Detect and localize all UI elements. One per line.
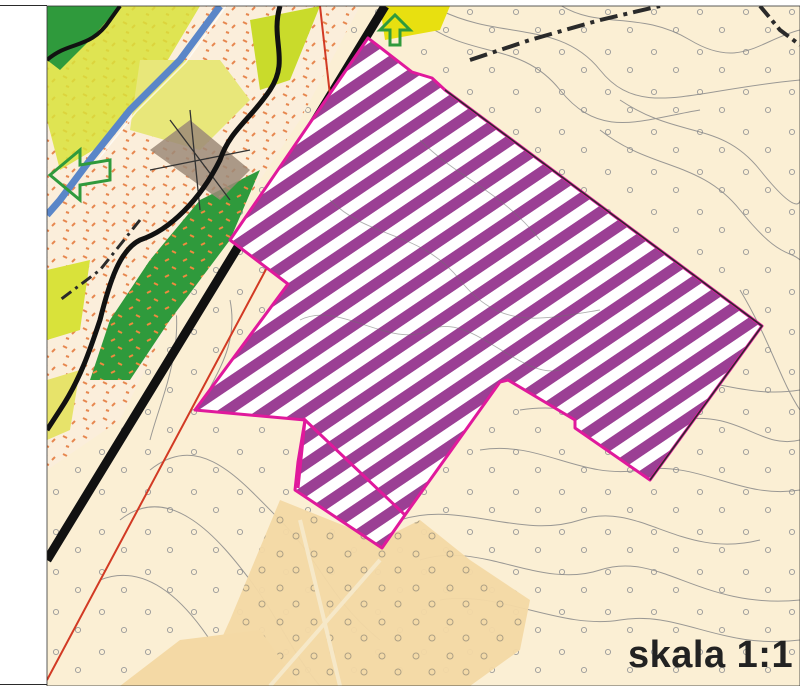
forest-area-top (47, 6, 120, 70)
green-arrow-top (376, 12, 414, 47)
parcel-dark-edge (444, 89, 764, 481)
meadow-area (47, 6, 200, 170)
yellow-block-top (380, 6, 450, 40)
forest-area (90, 170, 260, 380)
track-line-2 (268, 558, 382, 686)
sand-area (200, 500, 530, 686)
river (47, 6, 223, 218)
black-boundary-winding (47, 6, 122, 62)
bottom-rule (0, 684, 47, 685)
black-boundary-winding-2 (47, 6, 283, 432)
river-edge (95, 6, 227, 163)
meadow-area-3 (250, 6, 320, 90)
sand-area-lower (120, 630, 300, 686)
parcel-notch (296, 416, 407, 517)
track-line (298, 519, 342, 686)
green-arrow-left (47, 146, 112, 204)
contour-over-parcel (299, 139, 601, 372)
scale-label: skala 1:1 (628, 634, 794, 676)
top-rule (0, 5, 47, 6)
meadow-area-4 (47, 260, 90, 340)
dashdot-boundary-2 (758, 6, 800, 47)
